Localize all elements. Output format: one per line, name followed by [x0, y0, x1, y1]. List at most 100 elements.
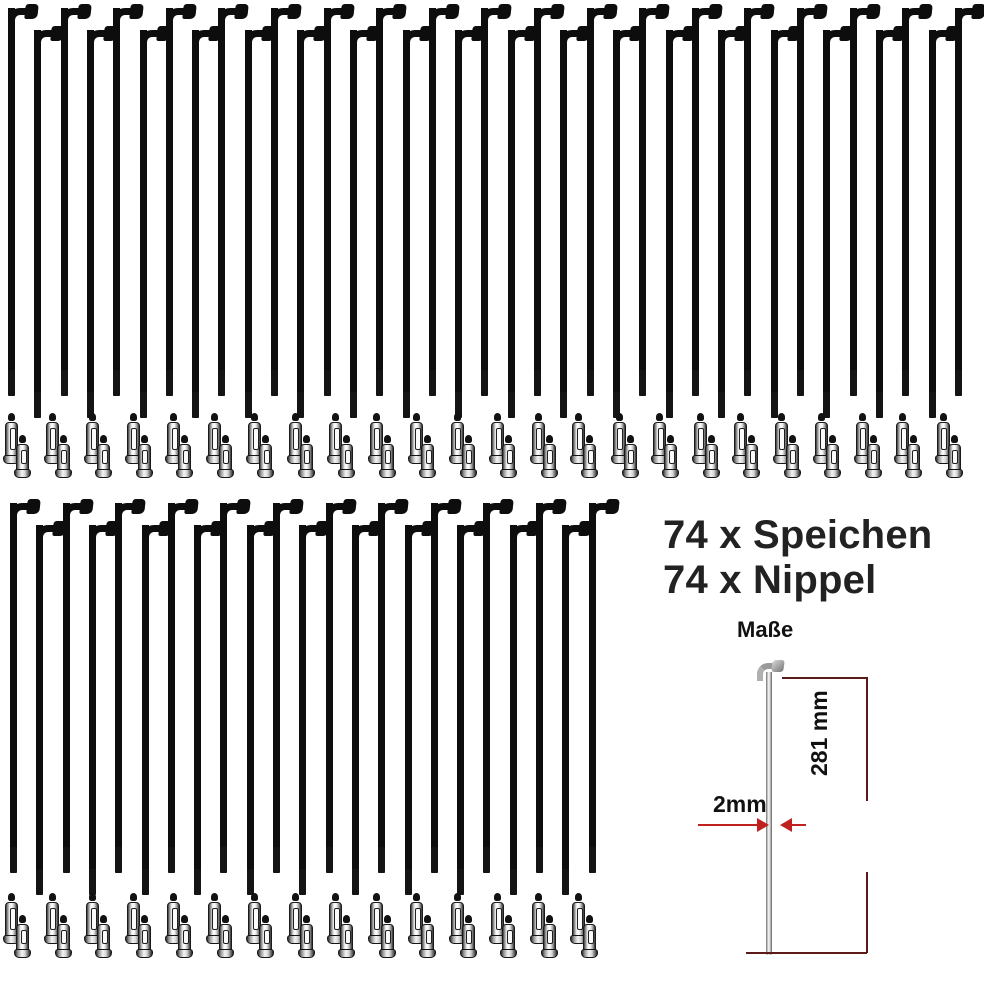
nipple-slot [263, 450, 270, 464]
spoke-tip [165, 370, 173, 396]
spoke-tip [376, 370, 384, 396]
nipple-slot [547, 930, 553, 944]
spoke-tip [323, 370, 331, 396]
nipple-slot [50, 428, 56, 450]
nipple-cap [424, 915, 431, 923]
nipple [570, 413, 587, 464]
spoke [875, 30, 898, 418]
nipple-body [410, 422, 423, 457]
nipple-body [693, 422, 707, 457]
nipple [540, 915, 558, 958]
nipple-flange [54, 469, 72, 478]
spoke [586, 8, 609, 396]
spoke [402, 30, 425, 418]
spoke-tip [404, 869, 412, 895]
nipple-slot [698, 428, 704, 450]
spoke [271, 8, 293, 396]
nipple-slot [911, 450, 918, 464]
spoke-tip [457, 869, 465, 895]
spoke [404, 525, 427, 895]
nipple-cap [494, 413, 501, 421]
nipple-flange [216, 469, 234, 478]
spoke-tip [665, 392, 673, 418]
nipple-slot [374, 428, 380, 450]
nipple-slot [414, 908, 421, 930]
nipple-slot [952, 450, 958, 464]
spoke-tip [194, 869, 202, 895]
nipple-slot [941, 428, 947, 450]
nipple-slot [576, 908, 583, 930]
nipple [581, 435, 598, 478]
nipple-flange [743, 469, 760, 478]
nipple-cap [48, 893, 56, 901]
nipple-flange [14, 949, 31, 958]
spoke [457, 525, 480, 895]
spoke-tip [430, 847, 438, 873]
nipple-body [126, 422, 140, 457]
spoke [376, 8, 399, 396]
nipple [257, 435, 274, 478]
nipple-slot [142, 450, 148, 464]
nipple [246, 893, 263, 944]
nipple-slot [830, 450, 837, 464]
spoke [115, 503, 138, 873]
nipple-cap [332, 413, 339, 421]
sample-spoke-head [771, 660, 785, 672]
nipple-body [288, 902, 302, 937]
nipple-cap [8, 893, 15, 901]
dimension-tick-top [782, 677, 867, 679]
spoke-tip [36, 869, 44, 895]
nipple-flange [581, 949, 598, 958]
nipple [54, 915, 72, 958]
nipple [3, 893, 20, 944]
nipple-body [855, 422, 869, 457]
nipple-flange [216, 949, 234, 958]
diameter-arrow-line-right [782, 824, 806, 826]
nipple [124, 413, 142, 464]
spoke [744, 8, 767, 396]
nipple-flange [621, 469, 639, 478]
nipple [448, 413, 466, 464]
nipple-cap [181, 435, 188, 443]
nipple-cap [494, 893, 501, 901]
spoke-tip [325, 847, 333, 873]
nipple-body [542, 924, 556, 951]
nipple [691, 413, 709, 464]
nipple-cap [586, 435, 593, 443]
nipple-cap [19, 915, 26, 923]
spoke-tip [192, 392, 200, 418]
spoke-tip [139, 392, 147, 418]
nipple-slot [466, 450, 472, 464]
nipple [621, 435, 639, 478]
nipple-body [583, 444, 596, 471]
spoke [218, 8, 241, 396]
nipple-body [623, 444, 637, 471]
nipple-cap [343, 915, 350, 923]
dimension-tick-bottom [746, 952, 867, 954]
spoke [167, 503, 190, 873]
nipple-flange [419, 949, 436, 958]
nipple-body [421, 444, 434, 471]
nipple-body [421, 924, 434, 951]
spoke-tip [218, 370, 226, 396]
nipple [732, 413, 749, 464]
nipple-cap [667, 435, 674, 443]
nipple-slot [293, 428, 299, 450]
nipple [3, 413, 20, 464]
nipple-flange [14, 469, 31, 478]
nipple-body [531, 422, 545, 457]
nipple-cap [140, 435, 148, 443]
nipple [95, 915, 112, 958]
nipple-cap [59, 435, 67, 443]
nipple-slot [547, 450, 553, 464]
nipple [14, 435, 31, 478]
nipple-flange [540, 469, 558, 478]
spoke-tip [167, 847, 175, 873]
nipple [378, 435, 396, 478]
nipple-cap [210, 413, 218, 421]
spoke-tip [560, 392, 568, 418]
nipple-slot [374, 908, 380, 930]
spoke [325, 503, 348, 873]
nipple [43, 893, 61, 944]
nipple-flange [662, 469, 679, 478]
